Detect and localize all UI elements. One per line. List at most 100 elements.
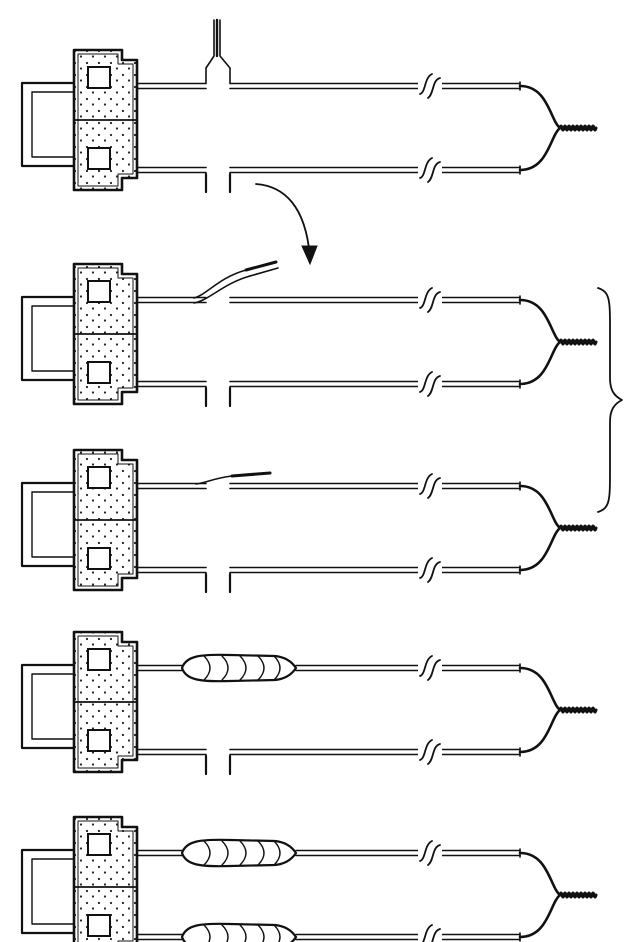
lifted-wire-end	[205, 19, 215, 84]
terminal-window	[87, 361, 111, 384]
sleeve-wrap-line	[203, 924, 211, 942]
repair-step	[20, 260, 598, 408]
repair-step	[20, 630, 598, 776]
wire-break-mask	[418, 564, 442, 576]
loop-outer	[20, 848, 76, 935]
step-arrow	[255, 183, 311, 259]
wire-converge	[518, 126, 562, 172]
wire-break-mask	[418, 80, 442, 92]
loop-outer	[20, 663, 76, 750]
sleeve-body	[180, 653, 298, 683]
sleeve-wrap-line	[221, 840, 229, 866]
sleeve-wrap-line	[273, 655, 281, 681]
wire-break-mark	[427, 561, 441, 583]
loop-inner	[31, 673, 75, 740]
step-arrow-head	[301, 245, 318, 266]
loop-outer	[20, 481, 76, 568]
sleeve-wrap-line	[203, 655, 211, 681]
connector-inner-edge	[77, 820, 134, 942]
wire-end-raised	[193, 269, 247, 299]
sleeve-wrap-line	[221, 655, 229, 681]
terminal-window	[87, 466, 111, 489]
annotation-layer	[255, 183, 623, 513]
spliced-wire	[195, 475, 233, 485]
wire-break-mark	[427, 659, 441, 681]
wire-break-mask	[418, 931, 442, 942]
wire-break-mark	[427, 743, 441, 765]
wire-break-mark	[419, 655, 433, 677]
wire-break-mark	[419, 73, 433, 95]
twisted-wire-tail	[558, 338, 598, 346]
wire-break-mask	[418, 164, 442, 176]
wire-break-mark	[427, 161, 441, 183]
wire-converge	[518, 666, 562, 712]
loop-outer	[20, 295, 76, 382]
wire-break-mask	[418, 378, 442, 390]
terminal-window	[87, 914, 111, 937]
sleeve-wrap-line	[203, 840, 211, 866]
terminal-window	[87, 280, 111, 303]
repair-step	[20, 18, 598, 194]
wire-break-mark	[419, 840, 433, 862]
wire-converge	[518, 484, 562, 530]
loop-inner	[31, 858, 75, 925]
wire-break-mark	[421, 924, 433, 942]
sleeve-wrap-line	[257, 924, 265, 942]
repair-step	[20, 448, 598, 594]
wire-converge	[518, 708, 562, 754]
sleeve-wrap-line	[221, 924, 229, 942]
spliced-strands	[230, 471, 272, 478]
wire-break-mask	[418, 294, 442, 306]
wire-end-raised	[193, 275, 251, 304]
lifted-wire-end	[219, 19, 231, 84]
insulation-sleeve	[180, 653, 298, 683]
wire-break-mask	[418, 662, 442, 674]
terminal-window	[87, 147, 111, 170]
twisting-strands	[249, 267, 279, 277]
connector-inner-edge	[77, 267, 134, 401]
loop-inner	[31, 91, 75, 158]
sleeve-wrap-line	[273, 924, 281, 942]
wire-converge	[518, 893, 562, 939]
terminal-window	[87, 648, 111, 671]
connector-inner-edge	[77, 53, 134, 187]
loop-inner	[31, 305, 75, 372]
sleeve-wrap-line	[257, 655, 265, 681]
terminal-window	[87, 833, 111, 856]
wire-break-mask	[418, 847, 442, 859]
wire-converge	[518, 84, 562, 130]
wire-break-mark	[427, 844, 441, 866]
sleeve-wrap-line	[239, 924, 247, 942]
wire-break-mark	[427, 375, 441, 397]
twisted-wire-tail	[558, 124, 598, 132]
twisted-wire-tail	[558, 706, 598, 714]
wire-break-mask	[418, 480, 442, 492]
sleeve-wrap-line	[239, 840, 247, 866]
loop-outer	[20, 81, 76, 168]
terminal-window	[87, 66, 111, 89]
wire-converge	[518, 298, 562, 344]
wire-break-mark	[419, 287, 433, 309]
sleeve-wrap-line	[239, 655, 247, 681]
sleeve-wrap-line	[257, 840, 265, 866]
wire-break-mark	[419, 473, 433, 495]
sleeve-body	[180, 838, 298, 868]
twisting-strands	[244, 260, 278, 272]
sleeve-wrap-line	[273, 840, 281, 866]
wire-break-mark	[419, 739, 433, 761]
twisted-wire-tail	[558, 524, 598, 532]
wire-break-mark	[431, 928, 441, 942]
wire-break-mask	[418, 746, 442, 758]
connector-inner-edge	[77, 453, 134, 587]
terminal-window	[87, 547, 111, 570]
twisted-wire-tail	[558, 891, 598, 899]
insulation-sleeve	[180, 922, 298, 942]
wire-converge	[518, 340, 562, 386]
wire-break-mark	[427, 477, 441, 499]
wire-break-mark	[427, 77, 441, 99]
wire-break-mark	[427, 291, 441, 313]
wire-converge	[518, 851, 562, 897]
insulation-sleeve	[180, 838, 298, 868]
